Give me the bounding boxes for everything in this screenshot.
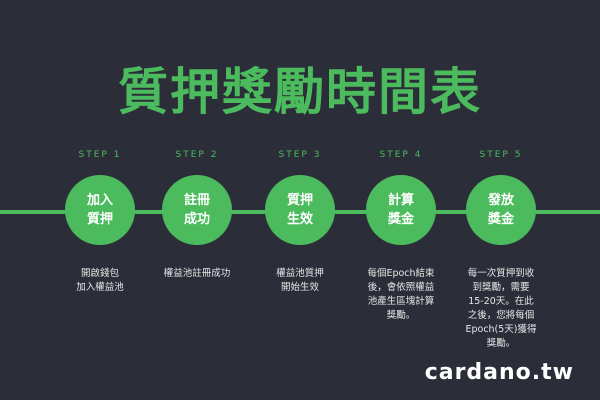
step-description: 每個Epoch結束 後，會依照權益 池產生區塊計算 獎勵。 [367, 268, 435, 321]
step-description: 開啟錢包 加入權益池 [76, 268, 124, 293]
page-title: 質押獎勵時間表 [118, 63, 482, 121]
step-circle: 計算 獎金 [366, 175, 436, 245]
step-label: STEP 5 [479, 150, 523, 160]
step-2: STEP 2 註冊 成功 權益池註冊成功 [142, 148, 252, 281]
step-circle-text: 加入 質押 [86, 193, 113, 227]
step-label: STEP 2 [175, 150, 219, 160]
step-description: 權益池質押 開始生效 [276, 268, 324, 293]
step-circle-text: 質押 生效 [286, 193, 313, 227]
step-circle: 發放 獎金 [466, 175, 536, 245]
step-label: STEP 1 [78, 150, 122, 160]
step-description: 每一次質押到收 到獎勵，需要 15-20天。在此 之後，您將每個 Epoch(5… [465, 268, 537, 349]
step-description: 權益池註冊成功 [163, 268, 231, 279]
step-label: STEP 3 [278, 150, 322, 160]
step-label: STEP 4 [379, 150, 423, 160]
step-5: STEP 5 發放 獎金 每一次質押到收 到獎勵，需要 15-20天。在此 之後… [446, 148, 556, 351]
step-4: STEP 4 計算 獎金 每個Epoch結束 後，會依照權益 池產生區塊計算 獎… [346, 148, 456, 323]
step-circle: 質押 生效 [265, 175, 335, 245]
step-circle-text: 計算 獎金 [387, 193, 414, 227]
step-3: STEP 3 質押 生效 權益池質押 開始生效 [245, 148, 355, 295]
brand-watermark: cardano.tw [424, 360, 574, 385]
step-circle: 加入 質押 [65, 175, 135, 245]
step-circle: 註冊 成功 [162, 175, 232, 245]
step-circle-text: 註冊 成功 [183, 193, 210, 227]
step-circle-text: 發放 獎金 [487, 193, 514, 227]
step-1: STEP 1 加入 質押 開啟錢包 加入權益池 [45, 148, 155, 295]
